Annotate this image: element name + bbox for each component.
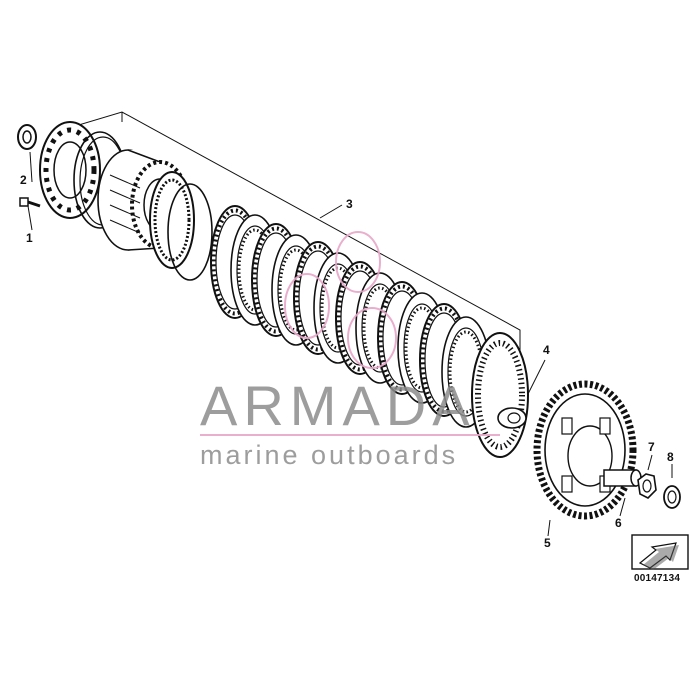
reference-box: [631, 534, 689, 570]
callout-4: 4: [543, 343, 550, 357]
toothed-ring-1: [149, 171, 195, 269]
shaft-part: [603, 469, 642, 487]
callout-6: 6: [615, 516, 622, 530]
spring-hub-part: [471, 332, 529, 458]
watermark-rings: [284, 231, 397, 369]
washer-part: [663, 485, 681, 509]
toothed-ring-2: [167, 183, 213, 281]
watermark-tagline: marine outboards: [200, 440, 459, 470]
nut-part: [637, 473, 657, 499]
callout-5: 5: [544, 536, 551, 550]
callout-2: 2: [20, 173, 27, 187]
callout-3: 3: [346, 197, 353, 211]
watermark-brand: ARMADA: [200, 374, 476, 437]
pressure-plate-part: [39, 121, 101, 219]
clutch-basket-part: [533, 380, 637, 520]
callout-1: 1: [26, 231, 33, 245]
oil-seal-part: [17, 124, 37, 150]
callout-7: 7: [648, 440, 655, 454]
screw-part: [19, 197, 41, 208]
watermark-accent-rule: [200, 434, 500, 436]
reference-code: 00147134: [634, 573, 681, 584]
callout-8: 8: [667, 450, 674, 464]
